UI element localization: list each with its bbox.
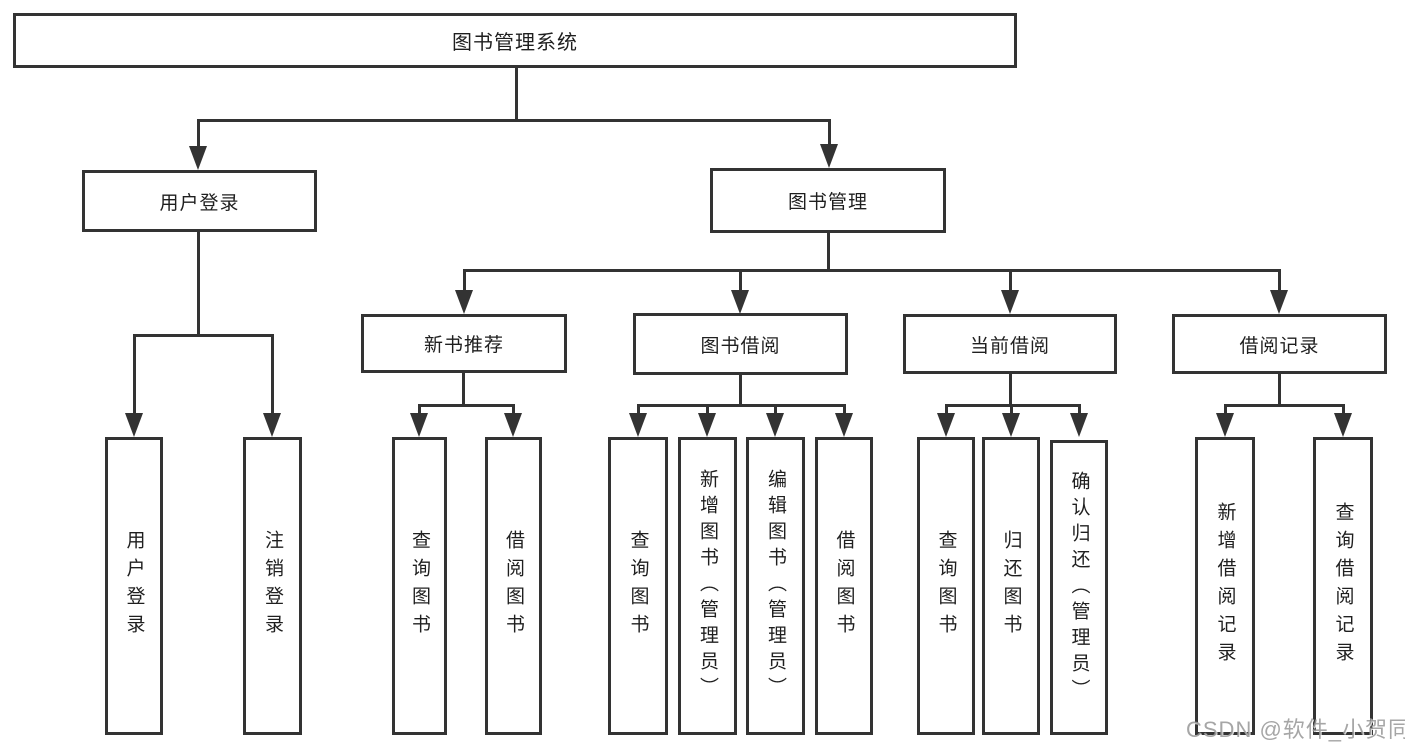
- arrow-down-icon: [125, 413, 143, 437]
- connector-line: [739, 269, 742, 292]
- leaf-add-borrow-record: 新增借阅记录: [1195, 437, 1255, 735]
- arrow-down-icon: [629, 413, 647, 437]
- leaf-borrow-books: 借阅图书: [815, 437, 873, 735]
- leaf-query-books-current: 查询图书: [917, 437, 975, 735]
- connector-line: [1278, 374, 1281, 407]
- connector-line: [197, 232, 200, 337]
- arrow-down-icon: [263, 413, 281, 437]
- arrow-down-icon: [1002, 413, 1020, 437]
- connector-line: [133, 334, 136, 415]
- csdn-watermark: CSDN @软件_小贺同学: [1186, 717, 1405, 742]
- connector-line: [1010, 404, 1013, 415]
- connector-line: [843, 404, 846, 415]
- leaf-edit-books-admin: 编辑图书（管理员）: [746, 437, 805, 735]
- node-book-management: 图书管理: [710, 168, 946, 233]
- node-user-login: 用户登录: [82, 170, 317, 232]
- connector-line: [827, 233, 830, 272]
- connector-line: [1224, 404, 1227, 415]
- arrow-down-icon: [766, 413, 784, 437]
- arrow-down-icon: [835, 413, 853, 437]
- connector-line: [1009, 374, 1012, 407]
- arrow-down-icon: [1001, 290, 1019, 314]
- connector-line: [512, 404, 515, 415]
- arrow-down-icon: [1334, 413, 1352, 437]
- connector-line: [133, 334, 274, 337]
- connector-line: [945, 404, 948, 415]
- arrow-down-icon: [731, 290, 749, 314]
- connector-line: [706, 404, 709, 415]
- leaf-query-borrow-record: 查询借阅记录: [1313, 437, 1373, 735]
- arrow-down-icon: [820, 144, 838, 168]
- connector-line: [637, 404, 640, 415]
- node-new-book-recommend: 新书推荐: [361, 314, 567, 373]
- arrow-down-icon: [937, 413, 955, 437]
- arrow-down-icon: [504, 413, 522, 437]
- arrow-down-icon: [698, 413, 716, 437]
- connector-line: [463, 269, 1281, 272]
- connector-line: [1009, 269, 1012, 292]
- connector-line: [637, 404, 846, 407]
- node-root: 图书管理系统: [13, 13, 1017, 68]
- node-book-borrow: 图书借阅: [633, 313, 848, 375]
- connector-line: [1278, 269, 1281, 292]
- connector-line: [774, 404, 777, 415]
- leaf-add-books-admin: 新增图书（管理员）: [678, 437, 737, 735]
- leaf-logout: 注销登录: [243, 437, 302, 735]
- connector-line: [462, 373, 465, 407]
- leaf-query-books-recommend: 查询图书: [392, 437, 447, 735]
- leaf-borrow-books-recommend: 借阅图书: [485, 437, 542, 735]
- leaf-query-books-borrow: 查询图书: [608, 437, 668, 735]
- connector-line: [1342, 404, 1345, 415]
- connector-line: [828, 119, 831, 146]
- arrow-down-icon: [455, 290, 473, 314]
- arrow-down-icon: [1070, 413, 1088, 437]
- arrow-down-icon: [1216, 413, 1234, 437]
- connector-line: [418, 404, 421, 415]
- connector-line: [418, 404, 515, 407]
- connector-line: [945, 404, 1081, 407]
- leaf-user-login: 用户登录: [105, 437, 163, 735]
- arrow-down-icon: [1270, 290, 1288, 314]
- leaf-return-books: 归还图书: [982, 437, 1040, 735]
- arrow-down-icon: [410, 413, 428, 437]
- connector-line: [1224, 404, 1345, 407]
- connector-line: [197, 119, 200, 148]
- connector-line: [197, 119, 831, 122]
- node-current-borrow: 当前借阅: [903, 314, 1117, 374]
- connector-line: [1078, 404, 1081, 415]
- leaf-confirm-return-admin: 确认归还（管理员）: [1050, 440, 1108, 735]
- arrow-down-icon: [189, 146, 207, 170]
- connector-line: [463, 269, 466, 292]
- connector-line: [739, 375, 742, 407]
- node-borrow-records: 借阅记录: [1172, 314, 1387, 374]
- connector-line: [515, 68, 518, 122]
- connector-line: [271, 334, 274, 415]
